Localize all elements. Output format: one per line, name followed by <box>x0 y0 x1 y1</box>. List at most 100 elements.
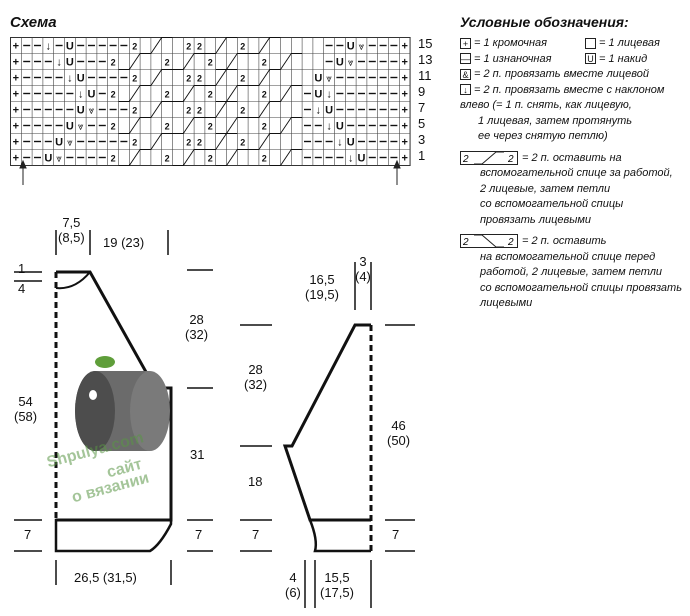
yarn-over-mark: U <box>336 121 344 133</box>
cable-front-text-2: на вспомогательной спице перед <box>480 250 656 263</box>
cable-mark: 2 <box>186 42 191 52</box>
cable-mark: 2 <box>132 74 137 84</box>
yarn-over-mark: U <box>66 57 74 69</box>
legend-ssk-text: = 2 п. провязать вместе с наклоном <box>474 83 665 96</box>
yarn-over-mark: U <box>77 73 85 85</box>
knit-stitch-icon <box>585 37 596 49</box>
legend-edge-text: = 1 кромочная <box>474 37 547 49</box>
cable-mark: 2 <box>208 122 213 132</box>
sleeve-total-height-dim: 46(50) <box>387 418 411 448</box>
yarn-over-mark: U <box>336 57 344 69</box>
edge-mark: + <box>13 41 19 53</box>
edge-mark: + <box>13 73 19 85</box>
yarn-over-mark: U <box>347 41 355 53</box>
cable-mark: 2 <box>186 106 191 116</box>
cable-mark: 2 <box>240 42 245 52</box>
ssk-mark: ↓ <box>316 105 322 117</box>
cable-mark: 2 <box>208 58 213 68</box>
legend-purl-text: = 1 изнаночная <box>474 52 552 65</box>
legend-knit-text: = 1 лицевая <box>599 37 660 49</box>
cable-mark: 2 <box>132 138 137 148</box>
k2tog-mark: ⩔ <box>359 42 365 53</box>
cable-front-text-3: работой, 2 лицевые, затем петли <box>480 266 663 278</box>
row-number: 15 <box>418 36 433 51</box>
cable-cross-line <box>172 85 205 102</box>
edge-mark: + <box>13 137 19 149</box>
ssk-mark: ↓ <box>326 121 332 133</box>
cable-mark: 2 <box>165 122 170 132</box>
back-piece <box>54 270 173 553</box>
back-shoulder-dim: 19 (23) <box>103 235 145 250</box>
cable-mark: 2 <box>132 106 137 116</box>
cable-front-label-left: 2 <box>462 237 469 248</box>
cable-mark: 2 <box>186 138 191 148</box>
cable-mark: 2 <box>240 138 245 148</box>
ssk-mark: ↓ <box>46 41 52 53</box>
row-number: 9 <box>418 84 426 99</box>
yarn-over-mark: U <box>347 137 355 149</box>
legend-ssk-cont-2: 1 лицевая, затем протянуть <box>478 114 633 127</box>
row-number: 7 <box>418 100 426 115</box>
sleeve-cuff-offset-dim: 4(6) <box>285 570 301 600</box>
ssk-mark: ↓ <box>326 89 332 101</box>
back-total-height-dim: 54(58) <box>14 394 38 424</box>
yarn-over-mark: U <box>44 153 52 165</box>
sleeve-cap-width-dim: 16,5(19,5) <box>305 272 339 302</box>
edge-mark: + <box>401 73 407 85</box>
ssk-icon: ↓ <box>460 84 471 96</box>
k2tog-mark: ⩔ <box>78 122 84 133</box>
cable-mark: 2 <box>208 154 213 164</box>
edge-mark: + <box>13 105 19 117</box>
edge-mark: + <box>13 153 19 165</box>
edge-stitch-icon: + <box>460 37 471 49</box>
sleeve-lower-height-dim: 18 <box>248 474 263 489</box>
back-body-height-dim: 31 <box>190 447 205 462</box>
row-number: 3 <box>418 132 426 147</box>
cable-cross-line <box>269 149 303 166</box>
cable-mark: 2 <box>186 74 191 84</box>
cable-mark: 2 <box>111 90 116 100</box>
cable-cross-line <box>172 53 205 70</box>
cable-back-label-left: 2 <box>462 154 469 165</box>
legend-ssk-cont-1: влево (= 1 п. снять, как лицевую, <box>460 99 632 111</box>
cable-cross-line <box>248 133 281 150</box>
legend-row-k2tog: &= 2 п. провязать вместе лицевой <box>460 67 688 83</box>
cable-mark: 2 <box>262 122 267 132</box>
cable-cross-line <box>215 149 249 166</box>
cable-cross-line <box>118 117 151 134</box>
cable-cross-line <box>215 85 249 102</box>
cable-cross-line <box>215 117 249 134</box>
k2tog-mark: ⩔ <box>67 138 73 149</box>
row-number: 5 <box>418 116 426 131</box>
cable-mark: 2 <box>197 42 202 52</box>
k2tog-mark: ⩔ <box>56 154 62 165</box>
cable-mark: 2 <box>111 58 116 68</box>
edge-mark: + <box>401 89 407 101</box>
cable-cross-line <box>204 101 238 118</box>
yarn-over-icon: U <box>585 53 596 65</box>
yarn-over-mark: U <box>77 105 85 117</box>
k2tog-mark: ⩔ <box>89 106 95 117</box>
back-rib-left-dim: 7 <box>24 527 32 542</box>
edge-mark: + <box>401 137 407 149</box>
edge-mark: + <box>401 153 407 165</box>
cable-front-text-1: = 2 п. оставить <box>522 235 607 247</box>
cable-front-icon: 2 2 <box>460 234 518 249</box>
yarn-over-mark: U <box>314 73 322 85</box>
cable-back-text-4: со вспомогательной спицы <box>480 198 624 210</box>
cable-back-text-5: провязать лицевыми <box>480 213 591 226</box>
cable-cross-line <box>248 69 281 86</box>
cable-mark: 2 <box>165 90 170 100</box>
sleeve-rib-right-dim: 7 <box>392 527 400 542</box>
yarn-over-mark: U <box>66 41 74 53</box>
cable-back-text-3: 2 лицевые, затем петли <box>480 182 611 195</box>
legend-k2tog-text: = 2 п. провязать вместе лицевой <box>474 68 649 80</box>
legend-row-edge: += 1 кромочная = 1 лицевая <box>460 36 688 52</box>
cable-back-text-1: = 2 п. оставить на <box>522 151 622 164</box>
ssk-mark: ↓ <box>337 137 343 149</box>
cable-cross-line <box>204 133 238 150</box>
edge-mark: + <box>13 89 19 101</box>
cable-cross-line <box>204 69 238 86</box>
